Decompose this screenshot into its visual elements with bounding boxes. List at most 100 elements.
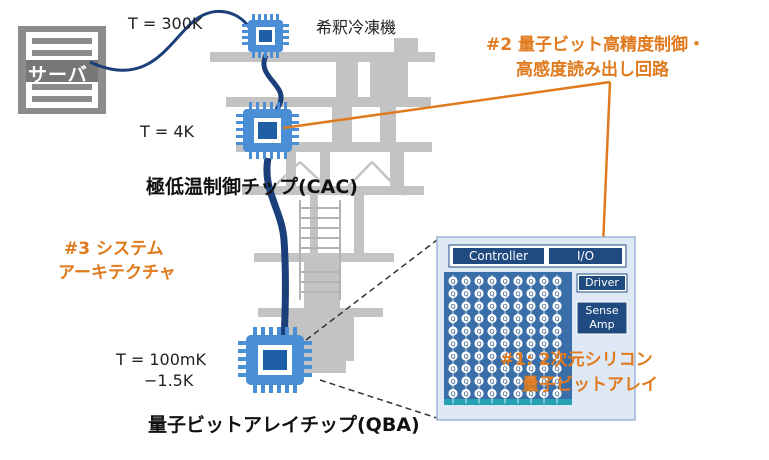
annotation-item1-line1: #1: 2次元シリコン — [500, 350, 653, 370]
qubit-label: Q — [450, 378, 455, 386]
qubit-dot — [474, 351, 484, 361]
qubit-dot — [448, 363, 458, 374]
qubit-label: Q — [541, 378, 546, 386]
qubit-dot — [552, 301, 562, 311]
qubit-dot — [448, 301, 458, 311]
qubit-label: Q — [554, 328, 559, 336]
zoom-line-bottom — [319, 379, 438, 419]
qubit-dot — [500, 376, 510, 386]
qubit-dot — [513, 351, 523, 361]
qubit-label: Q — [463, 328, 468, 336]
temp-room: T = 300K — [128, 14, 203, 33]
qubit-label: Q — [515, 340, 520, 348]
qubit-label: Q — [476, 340, 481, 348]
qubit-dot — [526, 363, 536, 374]
qubit-label: Q — [463, 378, 468, 386]
qubit-label: Q — [502, 328, 507, 336]
qubit-dot — [513, 288, 523, 299]
qubit-dot — [513, 363, 523, 374]
qubit-dot — [487, 363, 497, 374]
qubit-label: Q — [489, 278, 494, 286]
qubit-dot — [487, 301, 497, 311]
qubit-dot — [500, 338, 510, 349]
qubit-label: Q — [528, 340, 533, 348]
qubit-dot — [461, 363, 471, 374]
qubit-label: Q — [528, 303, 533, 311]
qubit-label: Q — [502, 390, 507, 398]
qubit-dot — [552, 363, 562, 374]
qubit-label: Q — [476, 378, 481, 386]
qubit-dot — [513, 338, 523, 349]
dilution-refrigerator — [210, 38, 435, 373]
qubit-label: Q — [450, 303, 455, 311]
qubit-label: Q — [554, 353, 559, 361]
qubit-dot — [526, 288, 536, 299]
qubit-dot — [474, 276, 484, 286]
qubit-label: Q — [528, 290, 533, 298]
qubit-label: Q — [554, 340, 559, 348]
qubit-dot — [500, 363, 510, 374]
qubit-label: Q — [463, 390, 468, 398]
qubit-dot — [539, 388, 549, 399]
qubit-dot — [539, 338, 549, 349]
annotation-item1-line2: 量子ビットアレイ — [522, 375, 658, 395]
qubit-dot — [526, 338, 536, 349]
qubit-label: Q — [450, 353, 455, 361]
qubit-label: Q — [450, 328, 455, 336]
qubit-dot — [513, 376, 523, 386]
qubit-dot — [539, 301, 549, 311]
fridge-struts — [264, 161, 405, 196]
qubit-label: Q — [554, 315, 559, 323]
qubit-dot — [513, 388, 523, 399]
qubit-dot — [474, 363, 484, 374]
qubit-dot — [513, 326, 523, 336]
qubit-label: Q — [502, 315, 507, 323]
qubit-label: Q — [502, 303, 507, 311]
annotation-item3-line1: #3 システム — [64, 239, 164, 259]
qubit-dot — [526, 376, 536, 386]
cac-chip-label: 極低温制御チップ(CAC) — [146, 176, 358, 198]
inset-io-label: I/O — [576, 249, 595, 263]
qubit-label: Q — [515, 365, 520, 373]
qubit-label: Q — [489, 303, 494, 311]
qubit-label: Q — [450, 390, 455, 398]
qubit-dot — [448, 288, 458, 299]
qubit-dot — [500, 288, 510, 299]
qubit-dot — [552, 326, 562, 336]
qubit-label: Q — [528, 328, 533, 336]
qubit-label: Q — [528, 315, 533, 323]
qubit-label: Q — [541, 290, 546, 298]
qubit-dot — [552, 313, 562, 324]
qubit-dot — [474, 326, 484, 336]
qubit-dot — [526, 388, 536, 399]
qubit-label: Q — [476, 353, 481, 361]
qubit-label: Q — [528, 365, 533, 373]
server-label: サーバ — [28, 64, 88, 86]
qubit-dot — [474, 338, 484, 349]
qubit-label: Q — [528, 278, 533, 286]
qubit-label: Q — [476, 278, 481, 286]
qba-chip — [238, 327, 312, 393]
qubit-dot — [448, 351, 458, 361]
qubit-dot — [526, 301, 536, 311]
qubit-dot — [526, 351, 536, 361]
temp-cac: T = 4K — [140, 122, 195, 141]
qubit-label: Q — [489, 328, 494, 336]
qubit-dot — [487, 338, 497, 349]
qubit-dot — [461, 313, 471, 324]
server-icon — [18, 26, 106, 114]
qubit-dot — [526, 313, 536, 324]
qubit-dot — [539, 326, 549, 336]
qubit-dot — [461, 288, 471, 299]
qubit-dot — [474, 388, 484, 399]
qubit-label: Q — [489, 365, 494, 373]
qubit-label: Q — [515, 353, 520, 361]
qubit-label: Q — [554, 390, 559, 398]
qubit-label: Q — [541, 390, 546, 398]
qubit-dot — [539, 288, 549, 299]
qubit-dot — [448, 376, 458, 386]
qubit-dot — [552, 376, 562, 386]
